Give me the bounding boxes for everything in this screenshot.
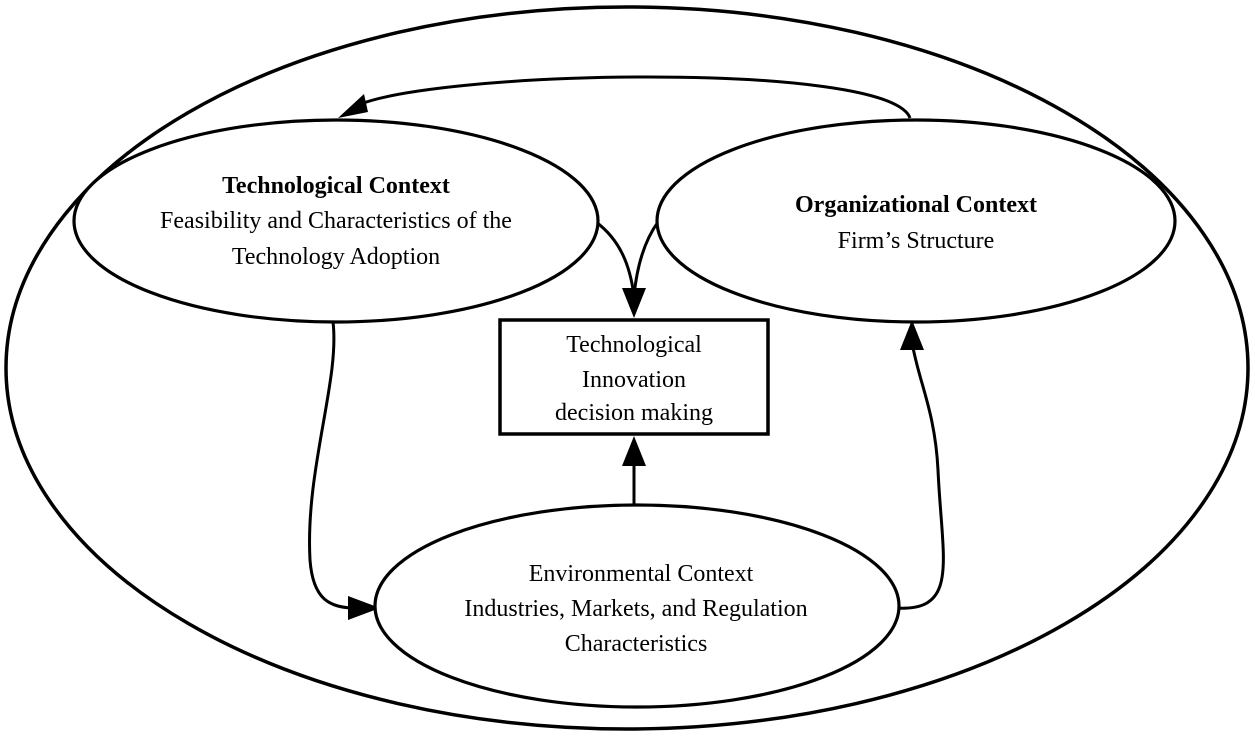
arrowhead-tech-into-decision (622, 288, 646, 318)
decision-line1: Technological (566, 332, 702, 358)
decision-line2: Innovation (582, 367, 686, 393)
organizational-context-line1: Firm’s Structure (838, 228, 995, 254)
decision-making-box (498, 318, 770, 436)
arrowhead-into-environmental (348, 596, 380, 620)
arrow-organizational-to-decision (632, 221, 660, 297)
arrowhead-env-into-decision (622, 436, 646, 466)
environmental-context-line1: Industries, Markets, and Regulation (464, 596, 807, 622)
technological-context-line2: Technology Adoption (232, 244, 440, 270)
arrow-environmental-to-organizational (895, 341, 945, 610)
arrow-technological-to-decision (595, 220, 636, 297)
environmental-context-title: Environmental Context (529, 561, 754, 587)
environmental-context-node (373, 503, 901, 709)
technological-context-title: Technological Context (222, 173, 450, 199)
technological-context-line1: Feasibility and Characteristics of the (160, 208, 512, 234)
arrow-organizational-to-technological (351, 75, 912, 119)
organizational-context-title: Organizational Context (795, 192, 1037, 218)
decision-line3: decision making (555, 400, 713, 426)
technological-context-node (72, 118, 600, 324)
arrowhead-into-organizational (900, 320, 924, 350)
arrowhead-into-technological (338, 94, 368, 118)
arrow-technological-to-environmental (308, 321, 357, 610)
environmental-context-line2: Characteristics (565, 631, 708, 657)
outer-context-ellipse (4, 5, 1250, 731)
organizational-context-node (655, 118, 1177, 324)
